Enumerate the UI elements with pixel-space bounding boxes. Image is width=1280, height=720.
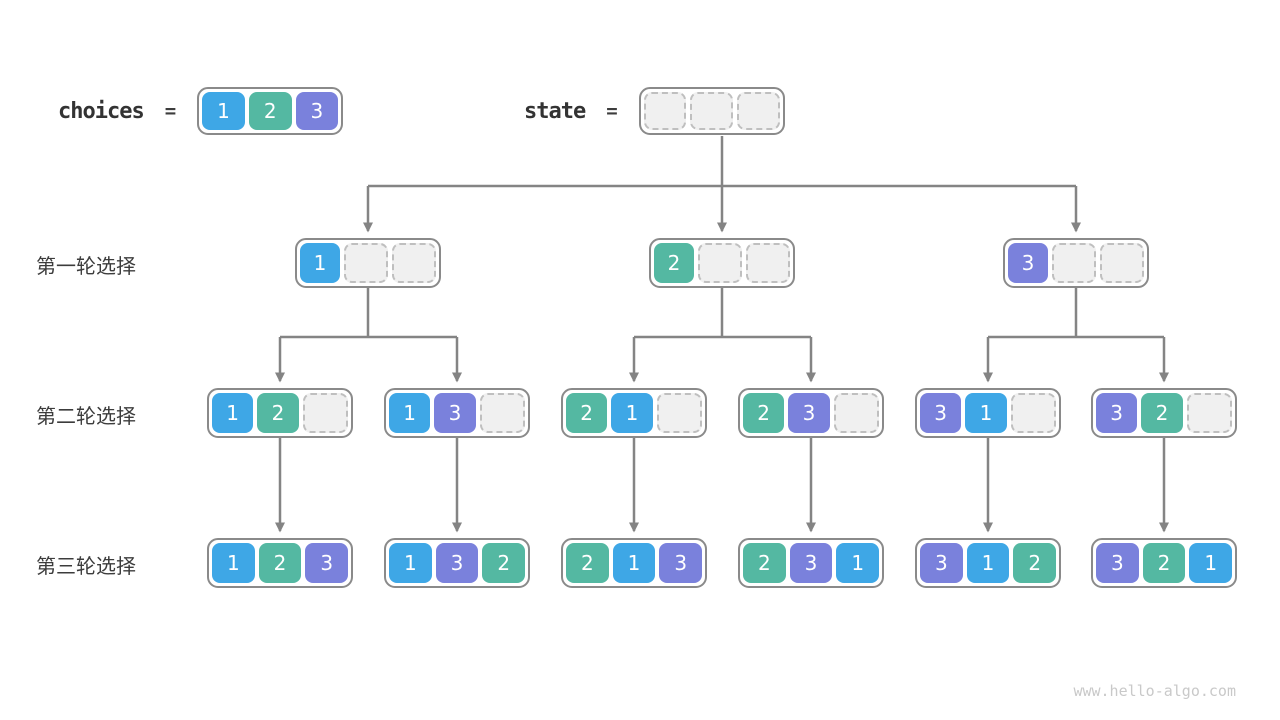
empty-cell: [392, 243, 436, 283]
value-cell: 1: [202, 92, 245, 130]
value-cell: 2: [743, 543, 786, 583]
state-group: state =: [524, 87, 785, 135]
value-cell: 3: [295, 92, 339, 130]
empty-cell: [656, 393, 702, 433]
empty-cell: [1010, 393, 1056, 433]
value-cell: 2: [482, 543, 526, 583]
value-cell: 2: [248, 92, 292, 130]
watermark: www.hello-algo.com: [1073, 682, 1236, 700]
value-cell: 3: [1096, 393, 1138, 433]
empty-cell: [1100, 243, 1144, 283]
value-cell: 3: [435, 543, 479, 583]
value-cell: 3: [659, 543, 703, 583]
value-cell: 1: [966, 543, 1010, 583]
empty-cell: [479, 393, 525, 433]
empty-cell: [698, 243, 742, 283]
value-cell: 2: [257, 393, 299, 433]
empty-cell: [643, 92, 687, 130]
value-cell: 2: [258, 543, 302, 583]
value-cell: 2: [566, 543, 609, 583]
state-array: [638, 87, 785, 135]
array-node: 3: [1003, 238, 1149, 288]
empty-cell: [737, 92, 780, 130]
value-cell: 1: [1189, 543, 1233, 583]
array-node: 1: [295, 238, 441, 288]
value-cell: 2: [743, 393, 785, 433]
value-cell: 3: [788, 393, 830, 433]
value-cell: 3: [920, 393, 962, 433]
value-cell: 2: [566, 393, 608, 433]
equals-sign: =: [606, 100, 618, 122]
empty-cell: [690, 92, 734, 130]
value-cell: 2: [654, 243, 694, 283]
array-node: 2: [649, 238, 795, 288]
value-cell: 1: [612, 543, 656, 583]
state-label: state: [524, 98, 586, 124]
value-cell: 2: [1142, 543, 1186, 583]
value-cell: 3: [1008, 243, 1048, 283]
value-cell: 3: [789, 543, 833, 583]
value-cell: 1: [300, 243, 340, 283]
round-3-label: 第三轮选择: [36, 554, 136, 578]
value-cell: 1: [212, 543, 255, 583]
value-cell: 1: [611, 393, 653, 433]
value-cell: 3: [1096, 543, 1139, 583]
round-1-label: 第一轮选择: [36, 254, 136, 278]
empty-cell: [1052, 243, 1096, 283]
value-cell: 3: [920, 543, 963, 583]
value-cell: 1: [389, 393, 431, 433]
empty-cell: [833, 393, 879, 433]
value-cell: 3: [305, 543, 349, 583]
value-cell: 2: [1141, 393, 1183, 433]
empty-cell: [1186, 393, 1232, 433]
value-cell: 1: [965, 393, 1007, 433]
value-cell: 3: [434, 393, 476, 433]
empty-cell: [302, 393, 348, 433]
empty-cell: [746, 243, 790, 283]
equals-sign: =: [164, 100, 177, 122]
round-2-label: 第二轮选择: [36, 404, 136, 428]
value-cell: 1: [836, 543, 880, 583]
choices-label: choices: [58, 98, 145, 124]
value-cell: 2: [1013, 543, 1057, 583]
empty-cell: [344, 243, 388, 283]
value-cell: 1: [212, 393, 254, 433]
value-cell: 1: [389, 543, 432, 583]
